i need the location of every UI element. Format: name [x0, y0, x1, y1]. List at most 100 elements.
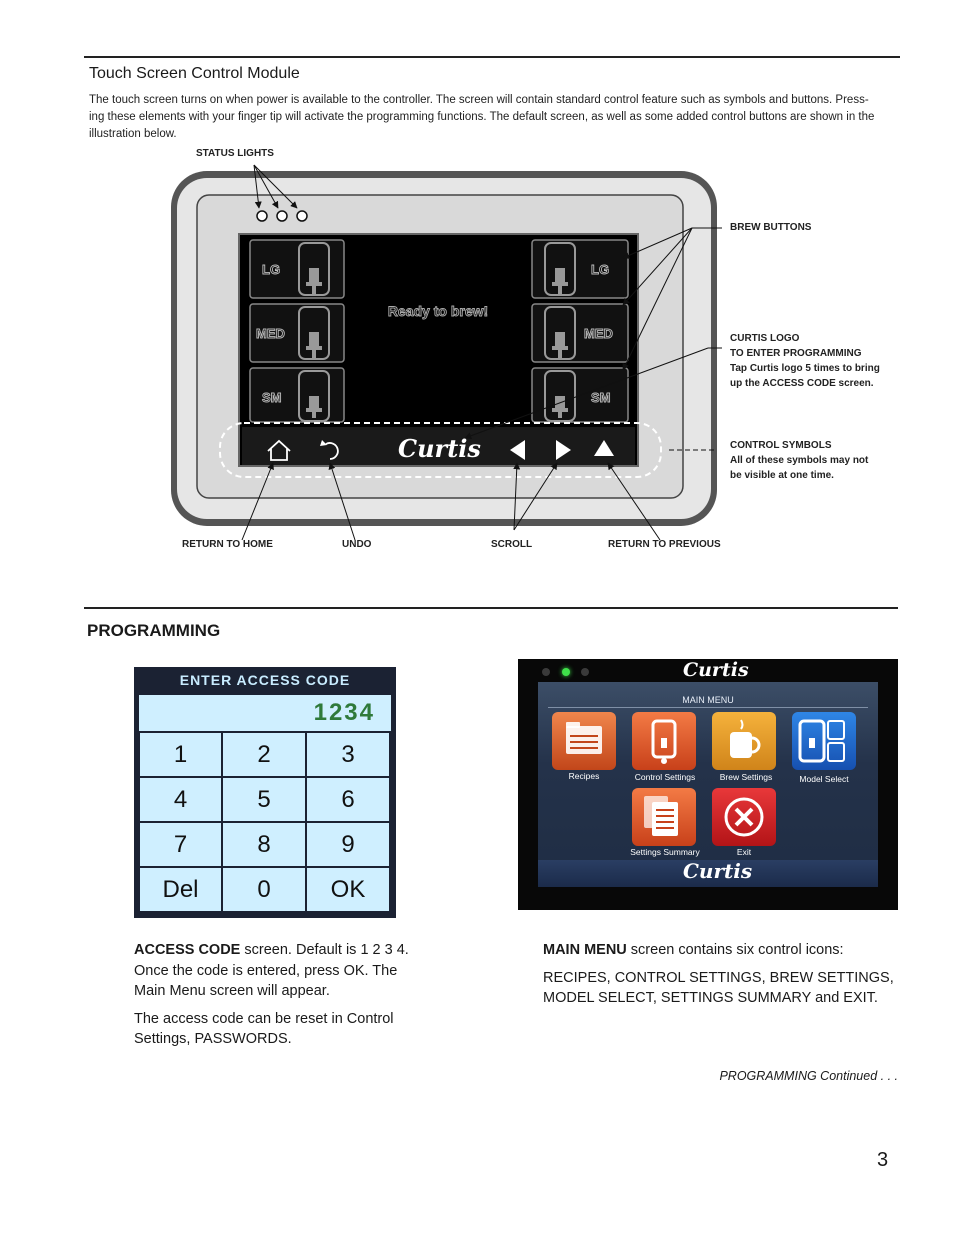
top-rule — [84, 56, 900, 58]
control-bar-highlight — [219, 422, 662, 478]
recipes-icon[interactable] — [552, 712, 616, 770]
brew-settings-label: Brew Settings — [719, 772, 773, 782]
reset-line-1: The access code can be reset in Control — [134, 1010, 394, 1027]
key-7[interactable]: 7 — [140, 823, 221, 866]
reset-line-2: Settings, PASSWORDS. — [134, 1031, 292, 1047]
access-line-3: Main Menu screen will appear. — [134, 983, 330, 999]
access-line: ACCESS CODE screen. Default is 1 2 3 4. — [134, 940, 434, 961]
main-menu-title: MAIN MENU — [682, 695, 734, 705]
model-select-icon[interactable] — [792, 712, 856, 770]
intro-line: illustration below. — [89, 128, 177, 140]
main-menu-photo: Curtis MAIN MENU Recipes Control Setting… — [518, 659, 898, 910]
model-select-label: Model Select — [799, 774, 849, 784]
callout-line: CONTROL SYMBOLS — [730, 440, 832, 451]
access-code-description: ACCESS CODE screen. Default is 1 2 3 4. … — [134, 940, 434, 1050]
screen-footer-bar — [538, 860, 878, 887]
status-light — [562, 668, 570, 676]
exit-icon[interactable] — [712, 788, 776, 846]
brew-size-label: LG — [262, 262, 280, 277]
key-0[interactable]: 0 — [223, 868, 305, 911]
control-settings-icon[interactable] — [632, 712, 696, 770]
brew-button-med-right[interactable] — [531, 303, 629, 363]
code-display: 1234 — [139, 695, 391, 731]
brew-settings-icon[interactable] — [712, 712, 776, 770]
scroll-left-icon — [510, 440, 525, 460]
brew-button-lg-left[interactable] — [249, 239, 345, 299]
label-undo: UNDO — [342, 539, 372, 550]
brew-size-label: MED — [256, 326, 285, 341]
control-settings-label: Control Settings — [634, 772, 696, 782]
intro-line: ing these elements with your finger tip … — [89, 111, 875, 123]
menu-line-2: RECIPES, CONTROL SETTINGS, BREW SETTINGS… — [543, 969, 894, 986]
key-5[interactable]: 5 — [223, 778, 305, 821]
ready-message: Ready to brew! — [388, 303, 488, 319]
callout-lines — [241, 164, 722, 541]
callout-line: be visible at one time. — [730, 470, 834, 481]
settings-summary-icon[interactable] — [632, 788, 696, 846]
menu-line-1: screen contains six control icons: — [626, 942, 844, 958]
key-6[interactable]: 6 — [307, 778, 389, 821]
continued-note: PROGRAMMING Continued . . . — [719, 1069, 898, 1083]
brew-button-med-left[interactable] — [249, 303, 345, 363]
intro-paragraph: The touch screen turns on when power is … — [89, 92, 889, 143]
label-status-lights: STATUS LIGHTS — [196, 148, 274, 159]
label-scroll: SCROLL — [491, 539, 533, 550]
access-code-bold: ACCESS CODE — [134, 942, 241, 958]
callout-line: TO ENTER PROGRAMMING — [730, 348, 862, 359]
key-2[interactable]: 2 — [223, 733, 305, 776]
label-control-symbols: CONTROL SYMBOLS All of these symbols may… — [730, 438, 868, 483]
main-menu-description: MAIN MENU screen contains six control ic… — [543, 940, 903, 1009]
exit-label: Exit — [736, 847, 752, 857]
key-3[interactable]: 3 — [307, 733, 389, 776]
settings-summary-label: Settings Summary — [630, 847, 700, 857]
label-return-previous: RETURN TO PREVIOUS — [608, 539, 721, 550]
key-ok[interactable]: OK — [307, 868, 389, 911]
label-curtis-logo: CURTIS LOGO TO ENTER PROGRAMMING Tap Cur… — [730, 331, 880, 391]
access-line-1: screen. Default is 1 2 3 4. — [240, 942, 409, 958]
brew-size-label: MED — [584, 326, 613, 341]
home-icon — [267, 439, 291, 461]
status-light — [581, 668, 589, 676]
previous-icon — [594, 440, 614, 456]
keypad-title: ENTER ACCESS CODE — [179, 672, 351, 688]
intro-line: The touch screen turns on when power is … — [89, 94, 869, 106]
title-underline — [548, 707, 868, 708]
brew-size-label: LG — [591, 262, 609, 277]
programming-heading: PROGRAMMING — [87, 621, 221, 640]
status-light — [276, 210, 288, 222]
status-light — [296, 210, 308, 222]
callout-line: All of these symbols may not — [730, 455, 869, 466]
curtis-logo[interactable]: Curtis — [683, 659, 749, 681]
key-9[interactable]: 9 — [307, 823, 389, 866]
page-number: 3 — [877, 1149, 889, 1171]
key-4[interactable]: 4 — [140, 778, 221, 821]
access-line-2: Once the code is entered, press OK. The — [134, 962, 398, 979]
callout-line: up the ACCESS CODE screen. — [730, 378, 874, 389]
brew-size-label: SM — [262, 390, 282, 405]
key-8[interactable]: 8 — [223, 823, 305, 866]
brew-button-sm-left[interactable] — [249, 367, 345, 423]
main-menu-bold: MAIN MENU — [543, 942, 627, 958]
curtis-logo[interactable]: Curtis — [398, 434, 481, 463]
key-del[interactable]: Del — [140, 868, 221, 911]
menu-line-3: MODEL SELECT, SETTINGS SUMMARY and EXIT. — [543, 990, 878, 1006]
scroll-right-icon — [556, 440, 571, 460]
key-1[interactable]: 1 — [140, 733, 221, 776]
callout-line: CURTIS LOGO — [730, 333, 800, 344]
status-light — [256, 210, 268, 222]
access-code-keypad: ENTER ACCESS CODE 1234 1 2 3 4 5 6 7 8 9… — [134, 667, 396, 918]
brew-button-lg-right[interactable] — [531, 239, 629, 299]
control-module-diagram: LG MED SM LG MED SM Ready to brew! Curti… — [171, 164, 722, 541]
status-light — [542, 668, 550, 676]
programming-rule — [84, 607, 898, 609]
recipes-label: Recipes — [568, 771, 600, 781]
callout-line: Tap Curtis logo 5 times to bring — [730, 363, 880, 374]
label-brew-buttons: BREW BUTTONS — [730, 222, 812, 233]
brew-size-label: SM — [591, 390, 611, 405]
main-menu-screen: MAIN MENU Recipes Control Settings Brew … — [538, 682, 878, 887]
control-bar — [242, 427, 635, 465]
module-title: Touch Screen Control Module — [89, 65, 300, 82]
menu-line: MAIN MENU screen contains six control ic… — [543, 940, 903, 961]
undo-icon — [325, 442, 339, 460]
curtis-logo-footer[interactable]: Curtis — [683, 859, 753, 883]
